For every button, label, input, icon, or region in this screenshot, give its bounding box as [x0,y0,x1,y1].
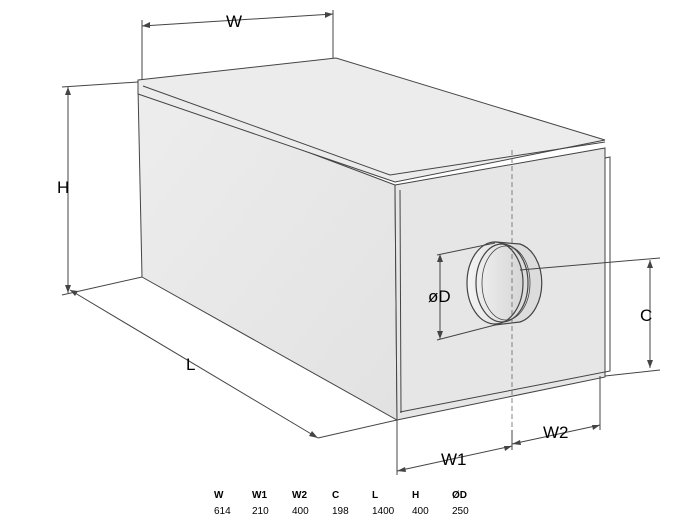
header-d: ØD [452,489,467,501]
value-w: 614 [214,505,231,517]
top-face [137,57,606,183]
value-l: 1400 [372,505,395,517]
label-w1: W1 [441,450,467,469]
header-w1: W1 [252,489,267,501]
label-d: øD [428,287,451,306]
label-h: H [57,178,69,197]
header-w: W [214,489,224,501]
top-frame-edge [142,85,606,176]
spigot [466,241,543,326]
value-w1: 210 [252,505,269,517]
value-w2: 400 [292,505,309,517]
value-d: 250 [452,505,469,517]
box-body [137,57,611,421]
value-c: 198 [332,505,349,517]
arrowheads [65,12,653,472]
end-frame [399,156,611,413]
side-frame-edge [399,189,402,414]
dimension-table-header: W W1 W2 C L H ØD [214,487,492,503]
dimension-lines [61,10,661,475]
label-l: L [186,355,195,374]
value-h: 400 [412,505,429,517]
label-w2: W2 [543,423,569,442]
label-c: C [640,306,652,325]
dimension-table: W W1 W2 C L H ØD 614 210 400 198 1400 40… [214,487,492,519]
dimension-table-values: 614 210 400 198 1400 400 250 [214,503,492,519]
header-h: H [412,489,420,501]
header-c: C [332,489,340,501]
header-w2: W2 [292,489,307,501]
label-w: W [226,12,242,31]
header-l: L [372,489,379,501]
